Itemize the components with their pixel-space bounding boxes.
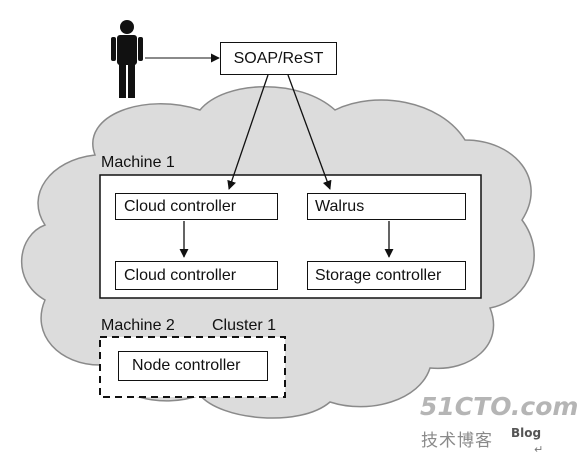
soap-rest-label: SOAP/ReST — [233, 49, 324, 67]
storage-controller-label: Storage controller — [315, 266, 442, 284]
walrus-label: Walrus — [315, 197, 365, 215]
node-controller-box: Node controller — [118, 351, 268, 381]
cloud-controller-top-box: Cloud controller — [115, 193, 278, 220]
soap-rest-box: SOAP/ReST — [220, 42, 337, 75]
user-figure-icon — [111, 20, 143, 98]
watermark-blog: Blog — [511, 426, 542, 440]
node-controller-label: Node controller — [132, 357, 241, 374]
machine-1-label: Machine 1 — [101, 154, 175, 171]
return-arrow-icon: ↵ — [534, 443, 544, 456]
storage-controller-box: Storage controller — [307, 261, 466, 290]
arrow-soap-to-cloud-controller — [227, 74, 269, 190]
arrow-soap-to-walrus — [287, 74, 332, 190]
cloud-controller-bottom-box: Cloud controller — [115, 261, 278, 290]
cloud-controller-bottom-label: Cloud controller — [124, 266, 237, 284]
cloud-controller-top-label: Cloud controller — [124, 197, 237, 215]
watermark-tagline: 技术博客 — [421, 431, 493, 451]
walrus-box: Walrus — [307, 193, 466, 220]
cluster-1-label: Cluster 1 — [212, 317, 277, 334]
machine-2-label: Machine 2 — [101, 317, 175, 334]
watermark-site: 51CTO.com — [420, 392, 578, 421]
